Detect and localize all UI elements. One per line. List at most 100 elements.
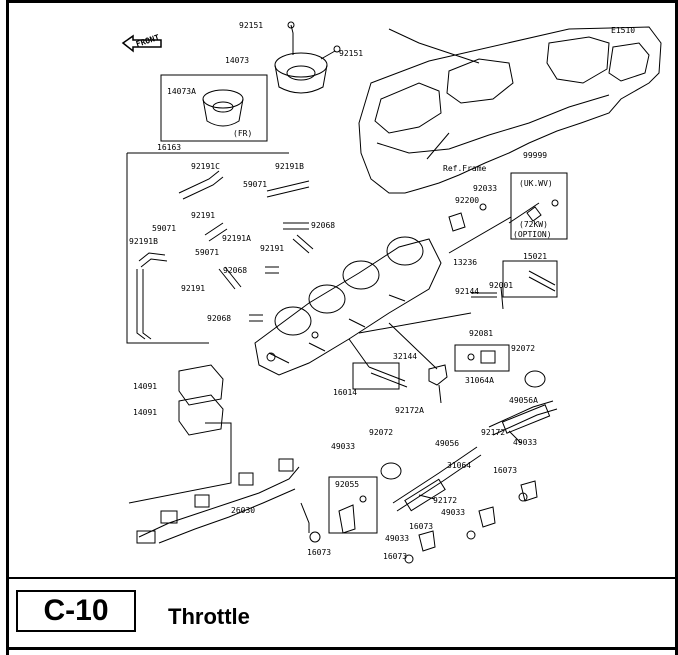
sensor-13236: [448, 212, 466, 232]
hose-92191B-left: [138, 252, 168, 268]
bolt-92151-a: [290, 24, 294, 55]
label-92068-a: 92068: [311, 221, 335, 230]
label-92072-a: 92072: [511, 344, 535, 353]
ring-92072-left: [380, 462, 402, 480]
figure-id: E1510: [611, 26, 635, 35]
label-92081: 92081: [469, 329, 493, 338]
label-26030: 26030: [231, 506, 255, 515]
label-16073-c: 16073: [307, 548, 331, 557]
throttle-body-assembly: [254, 238, 442, 376]
frame-divider: [6, 577, 678, 579]
label-59071-b: 59071: [152, 224, 176, 233]
label-92151-b: 92151: [339, 49, 363, 58]
label-16163: 16163: [157, 143, 181, 152]
coil-14091-b: [178, 394, 224, 436]
frame-cutout-1: [374, 82, 442, 134]
label-92191-c: 92191: [181, 284, 205, 293]
label-92172-b: 92172: [433, 496, 457, 505]
label-59071-a: 59071: [243, 180, 267, 189]
label-16073-b: 16073: [409, 522, 433, 531]
label-92001: 92001: [489, 281, 513, 290]
label-fr: (FR): [233, 129, 252, 138]
section-code: C-10: [16, 590, 136, 632]
label-14091-a: 14091: [133, 382, 157, 391]
frame-top-bar: [6, 0, 678, 3]
label-49056A: 49056A: [509, 396, 538, 405]
hose-92191B-long: [136, 269, 152, 340]
label-92191-b: 92191: [260, 244, 284, 253]
label-49033-a: 49033: [513, 438, 537, 447]
label-49056: 49056: [435, 439, 459, 448]
label-49033-d: 49033: [385, 534, 409, 543]
label-13236: 13236: [453, 258, 477, 267]
seal-16073-c: [404, 554, 414, 564]
hose-92191-b: [218, 266, 242, 290]
frame-inner-line: [376, 94, 610, 154]
hose-92068-b: [265, 266, 279, 274]
air-cap-14073: [274, 52, 328, 78]
frame-left-bar: [6, 0, 9, 655]
label-option: (OPTION): [513, 230, 552, 239]
label-99999: 99999: [523, 151, 547, 160]
label-16073-d: 16073: [383, 552, 407, 561]
seal-16073-a: [309, 531, 321, 543]
label-92068-b: 92068: [223, 266, 247, 275]
label-32144: 32144: [393, 352, 417, 361]
frame-cable: [388, 28, 480, 64]
injector-49033-a: [338, 504, 356, 534]
frame-bottom-bar: [6, 647, 678, 650]
hose-92191B-top: [266, 180, 310, 198]
box-31064A: [454, 344, 510, 372]
hose-92191C: [178, 170, 224, 200]
section-title: Throttle: [168, 604, 250, 629]
label-92191-a: 92191: [191, 211, 215, 220]
screw-15021: [528, 270, 556, 292]
label-92055: 92055: [335, 480, 359, 489]
box-99999: [510, 172, 568, 240]
label-92191B-top: 92191B: [275, 162, 304, 171]
exploded-parts-diagram: E1510 FRONT 92151 14073 92151 14073A (FR…: [121, 21, 662, 564]
throttle-bore-1: [274, 306, 312, 336]
seal-16073-d: [518, 492, 528, 502]
injector-49033-b: [478, 506, 496, 528]
throttle-bore-2: [308, 284, 346, 314]
seal-16073-b: [466, 530, 476, 540]
hose-92191A: [204, 222, 228, 242]
spring-92144: [471, 292, 497, 298]
label-92191C: 92191C: [191, 162, 220, 171]
label-92151-a: 92151: [239, 21, 263, 30]
label-49033-c: 49033: [441, 508, 465, 517]
label-15021: 15021: [523, 252, 547, 261]
hose-92068-c: [249, 314, 263, 322]
fuel-rail-49056: [392, 446, 482, 512]
wire-harness-26030: [138, 466, 300, 544]
box-49033-92055: [328, 476, 378, 534]
box-14073A: [160, 74, 268, 142]
label-31064A: 31064A: [465, 376, 494, 385]
coil-14091-a: [178, 364, 224, 406]
fuel-rail-49056A: [488, 400, 558, 436]
label-14073A: 14073A: [167, 87, 196, 96]
label-92191A: 92191A: [222, 234, 251, 243]
label-92072-b: 92072: [369, 428, 393, 437]
bolt-16014: [368, 366, 408, 388]
frame-ref-leader: [426, 132, 450, 160]
bracket-16163: [126, 152, 289, 344]
label-16073-a: 16073: [493, 466, 517, 475]
hose-92191-c: [292, 234, 314, 254]
air-cap-body: [274, 64, 328, 94]
frame-cutout-2: [446, 58, 514, 104]
label-92033: 92033: [473, 184, 497, 193]
label-92068-c: 92068: [207, 314, 231, 323]
label-92200: 92200: [455, 196, 479, 205]
frame-outline: [358, 26, 662, 194]
label-31064: 31064: [447, 461, 471, 470]
label-59071-c: 59071: [195, 248, 219, 257]
label-92172A: 92172A: [395, 406, 424, 415]
label-uk-wv: (UK.WV): [519, 179, 553, 188]
label-72kw: (72KW): [519, 220, 548, 229]
shaft-leader: [358, 312, 472, 334]
front-arrow-icon: [121, 34, 162, 53]
bolt-92151-b: [320, 50, 336, 60]
